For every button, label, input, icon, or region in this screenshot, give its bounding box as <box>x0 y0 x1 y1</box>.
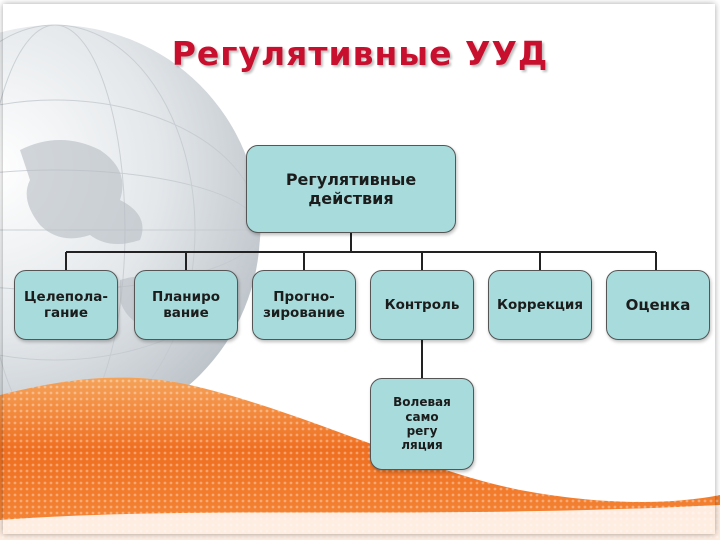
node-forecasting: Прогно- зирование <box>252 270 356 340</box>
root-node: Регулятивные действия <box>246 145 456 233</box>
node-evaluation: Оценка <box>606 270 710 340</box>
node-control: Контроль <box>370 270 474 340</box>
slide-title: Регулятивные УУД <box>171 34 549 73</box>
node-planning: Планиро вание <box>134 270 238 340</box>
globe-icon <box>0 24 261 436</box>
node-correction: Коррекция <box>488 270 592 340</box>
orange-wave <box>0 377 720 540</box>
connector-lines <box>65 233 657 378</box>
node-goal-setting: Целепола- гание <box>14 270 118 340</box>
node-volitional-self-regulation: Волевая само регу ляция <box>370 378 474 470</box>
